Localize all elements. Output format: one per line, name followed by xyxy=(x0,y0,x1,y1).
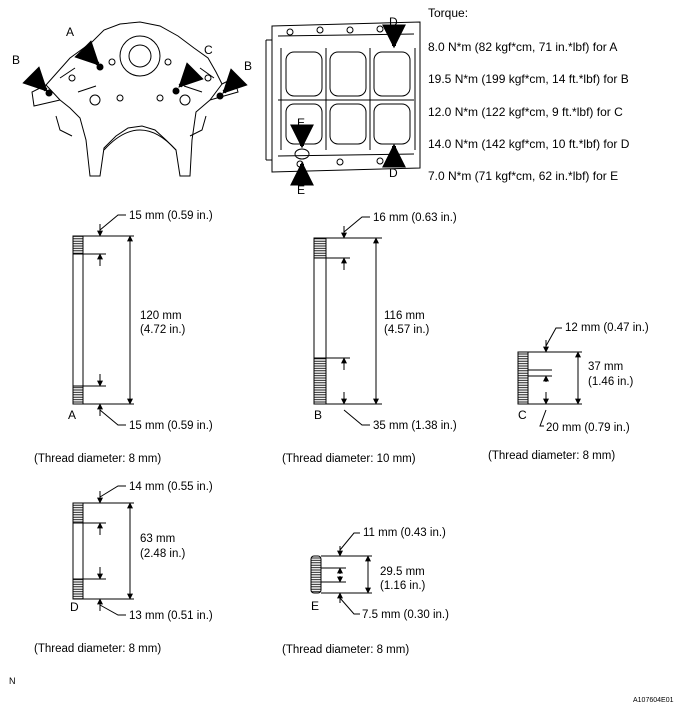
stud-b-bottom-length: 35 mm (1.38 in.) xyxy=(373,420,457,432)
front-label-b: B xyxy=(12,53,20,67)
arrow-b-left-icon xyxy=(22,66,48,92)
side-label-e-top: E xyxy=(297,116,305,130)
stud-a-total-mm: 120 mm xyxy=(140,310,182,322)
stud-b-total-in: (4.57 in.) xyxy=(384,324,430,336)
stud-a-thread: (Thread diameter: 8 mm) xyxy=(34,453,161,465)
side-label-d-bottom: D xyxy=(389,166,398,180)
stud-b-right-location-dot xyxy=(216,92,224,100)
side-label-b: B xyxy=(244,59,252,73)
torque-line-d: 14.0 N*m (142 kgf*cm, 10 ft.*lbf) for D xyxy=(428,137,630,151)
stud-d-label: D xyxy=(70,600,79,614)
stud-c-thread: (Thread diameter: 8 mm) xyxy=(488,450,615,462)
front-label-c: C xyxy=(204,43,213,57)
stud-e-total-in: (1.16 in.) xyxy=(380,580,426,592)
torque-line-a: 8.0 N*m (82 kgf*cm, 71 in.*lbf) for A xyxy=(428,40,617,54)
stud-e-bottom-length: 7.5 mm (0.30 in.) xyxy=(362,609,449,621)
engine-block-side-view xyxy=(265,21,421,186)
stud-a-total-in: (4.72 in.) xyxy=(140,324,186,336)
stud-c-bottom-length: 20 mm (0.79 in.) xyxy=(546,422,630,434)
stud-c-top-length: 12 mm (0.47 in.) xyxy=(565,322,649,334)
arrow-a-icon xyxy=(74,40,100,66)
torque-specs: Torque: 8.0 N*m (82 kgf*cm, 71 in.*lbf) … xyxy=(428,6,630,183)
stud-c-label: C xyxy=(518,408,527,422)
stud-a-label: A xyxy=(68,408,76,422)
stud-c-total-in: (1.46 in.) xyxy=(588,376,634,388)
stud-d-bottom-length: 13 mm (0.51 in.) xyxy=(129,610,213,622)
stud-b-thread: (Thread diameter: 10 mm) xyxy=(282,453,416,465)
orientation-marker: N xyxy=(9,676,16,686)
stud-e-top-length: 11 mm (0.43 in.) xyxy=(363,527,446,539)
figure-id: A107604E01 xyxy=(633,697,674,704)
stud-d-thread: (Thread diameter: 8 mm) xyxy=(34,643,161,655)
stud-b-location-dot xyxy=(45,89,53,97)
stud-e-total-mm: 29.5 mm xyxy=(380,566,425,578)
stud-d-total-mm: 63 mm xyxy=(140,533,175,545)
torque-line-c: 12.0 N*m (122 kgf*cm, 9 ft.*lbf) for C xyxy=(428,105,623,119)
torque-heading: Torque: xyxy=(428,6,468,20)
arrow-b-right-icon xyxy=(222,68,248,94)
stud-c-drawing xyxy=(517,327,582,427)
stud-c-location-dot xyxy=(172,87,180,95)
stud-d-drawing xyxy=(72,485,134,616)
stud-b-drawing xyxy=(313,216,382,426)
stud-a-drawing xyxy=(72,214,134,426)
stud-a-bottom-length: 15 mm (0.59 in.) xyxy=(129,420,213,432)
side-label-e-bottom: E xyxy=(297,183,305,197)
stud-a-location-dot xyxy=(96,63,104,71)
stud-e-label: E xyxy=(311,599,319,613)
stud-e-thread: (Thread diameter: 8 mm) xyxy=(282,644,409,656)
stud-b-total-mm: 116 mm xyxy=(384,310,425,322)
torque-line-e: 7.0 N*m (71 kgf*cm, 62 in.*lbf) for E xyxy=(428,169,618,183)
stud-c-total-mm: 37 mm xyxy=(588,361,623,373)
stud-d-total-in: (2.48 in.) xyxy=(140,548,186,560)
stud-b-label: B xyxy=(314,408,322,422)
side-label-d-top: D xyxy=(389,15,398,29)
stud-e-drawing xyxy=(310,532,372,615)
engine-block-front-view xyxy=(22,21,248,177)
arrow-c-icon xyxy=(178,62,204,88)
stud-b-top-length: 16 mm (0.63 in.) xyxy=(373,212,457,224)
front-label-a: A xyxy=(66,25,74,39)
torque-line-b: 19.5 N*m (199 kgf*cm, 14 ft.*lbf) for B xyxy=(428,72,629,86)
stud-d-top-length: 14 mm (0.55 in.) xyxy=(129,481,213,493)
stud-a-top-length: 15 mm (0.59 in.) xyxy=(129,210,213,222)
